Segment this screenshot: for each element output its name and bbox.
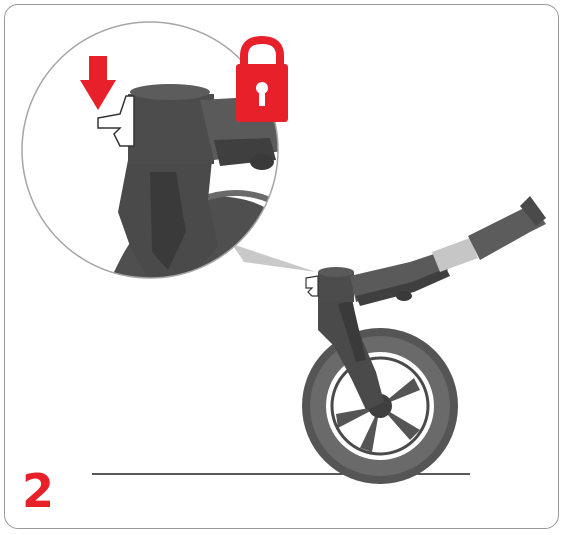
front-wheel	[302, 328, 458, 484]
lock-icon	[236, 40, 288, 122]
zoom-pointer	[232, 244, 316, 272]
step-number: 2	[22, 468, 54, 514]
